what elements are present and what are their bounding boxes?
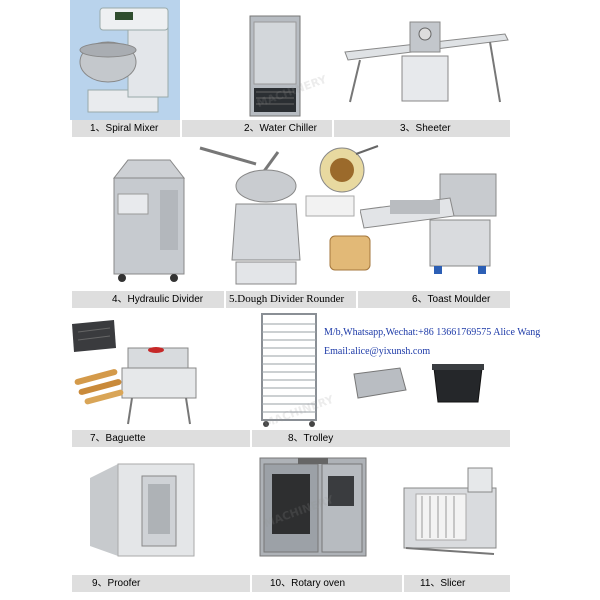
contact-email: Email:alice@yixunsh.com xyxy=(324,346,431,357)
item-label: 2、Water Chiller xyxy=(244,123,317,134)
caption-bar xyxy=(72,291,224,308)
slicer-image xyxy=(403,467,497,555)
caption-bar xyxy=(72,575,250,592)
caption-bar xyxy=(252,430,510,447)
item-label: 8、Trolley xyxy=(288,433,334,444)
baguette-image xyxy=(72,320,197,425)
item-label: 6、Toast Moulder xyxy=(412,294,491,305)
toast-box-image xyxy=(432,364,484,403)
item-label: 7、Baguette xyxy=(90,433,146,444)
toast-moulder-image xyxy=(360,173,497,274)
contact-phone: M/b,Whatsapp,Wechat:+86 13661769575 Alic… xyxy=(324,327,541,338)
baking-tray-image xyxy=(353,367,407,399)
item-label: 3、Sheeter xyxy=(400,123,451,134)
sheeter-image xyxy=(344,21,509,103)
trolley-image xyxy=(261,313,317,427)
caption-bar xyxy=(72,120,180,137)
caption-bar xyxy=(334,120,510,137)
item-label: 4、Hydraulic Divider xyxy=(112,294,204,305)
item-label: 5.Dough Divider Rounder xyxy=(229,293,345,305)
dough-divider-rounder-image xyxy=(199,145,379,285)
item-label: 1、Spiral Mixer xyxy=(90,123,159,134)
caption-bar xyxy=(226,291,356,308)
water-chiller-image xyxy=(249,15,301,117)
hydraulic-divider-image xyxy=(112,159,186,282)
caption-bar xyxy=(252,575,402,592)
rotary-oven-image xyxy=(259,457,367,557)
caption-bar xyxy=(72,430,250,447)
caption-bar xyxy=(182,120,332,137)
item-label: 11、Slicer xyxy=(420,578,466,589)
item-label: 10、Rotary oven xyxy=(270,578,346,589)
caption-bar xyxy=(358,291,510,308)
proofer-image xyxy=(90,463,195,557)
spiral-mixer-image xyxy=(70,0,180,120)
item-label: 9、Proofer xyxy=(92,578,141,589)
caption-bar xyxy=(404,575,510,592)
